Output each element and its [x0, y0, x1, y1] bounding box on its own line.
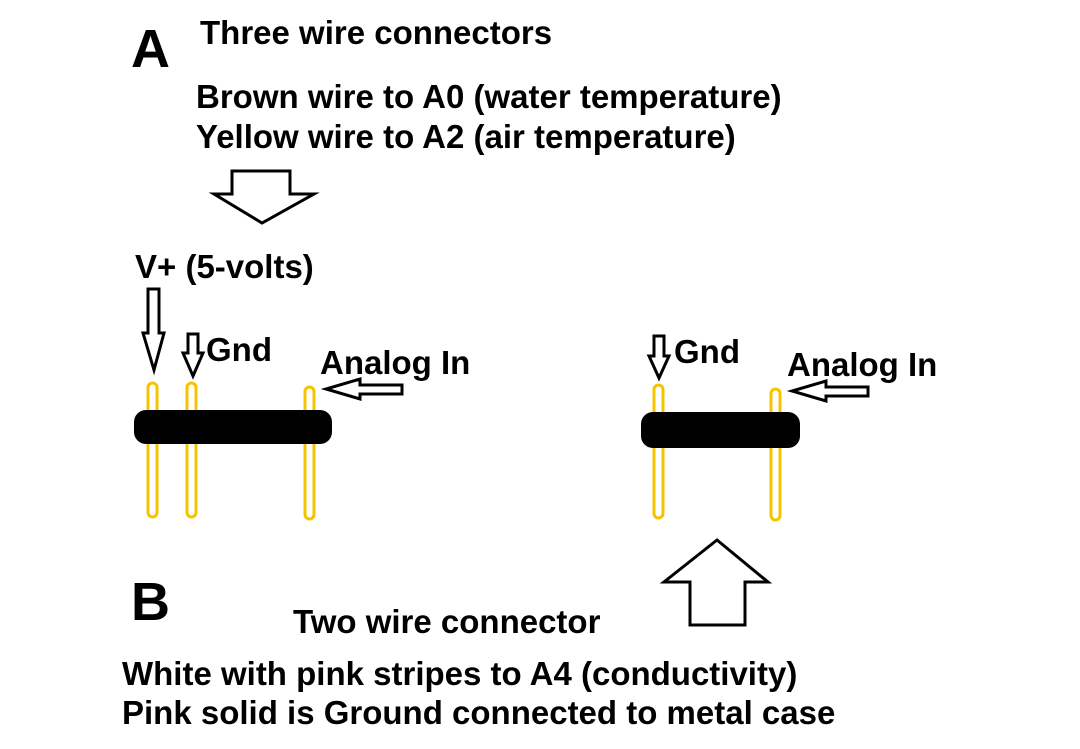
analog-label-a: Analog In: [320, 344, 471, 381]
connector-b-pin-analog: [769, 387, 782, 522]
section-a-line-2: Yellow wire to A2 (air temperature): [196, 118, 736, 155]
gnd-label-b: Gnd: [674, 333, 740, 370]
section-b-line-1: White with pink stripes to A4 (conductiv…: [122, 655, 798, 692]
connector-a-pins: [146, 381, 316, 521]
connector-a-pin-analog: [303, 385, 316, 521]
up-arrow-b: [659, 538, 773, 627]
vplus-label: V+ (5-volts): [135, 248, 314, 285]
gnd-arrow-b: [646, 334, 672, 382]
connector-a-pin-vplus: [146, 381, 159, 519]
section-a-letter: A: [131, 19, 170, 79]
section-a-title: Three wire connectors: [200, 14, 553, 51]
connector-b-body: [641, 412, 800, 448]
gnd-arrow-a: [180, 332, 206, 380]
analog-arrow-b: [786, 378, 870, 404]
connector-b-pin-gnd: [652, 383, 665, 520]
connector-b-pins: [652, 383, 782, 522]
section-b-title: Two wire connector: [293, 603, 601, 640]
gnd-label-a: Gnd: [206, 331, 272, 368]
section-b-letter: B: [131, 572, 170, 632]
connector-a-body: [134, 410, 332, 444]
analog-label-b: Analog In: [787, 346, 938, 383]
analog-arrow-a: [320, 376, 404, 402]
section-a-line-1: Brown wire to A0 (water temperature): [196, 78, 782, 115]
down-arrow-a: [208, 169, 320, 225]
vplus-arrow: [140, 287, 166, 376]
connector-a-pin-gnd: [185, 381, 198, 519]
section-b-line-2: Pink solid is Ground connected to metal …: [122, 694, 836, 731]
